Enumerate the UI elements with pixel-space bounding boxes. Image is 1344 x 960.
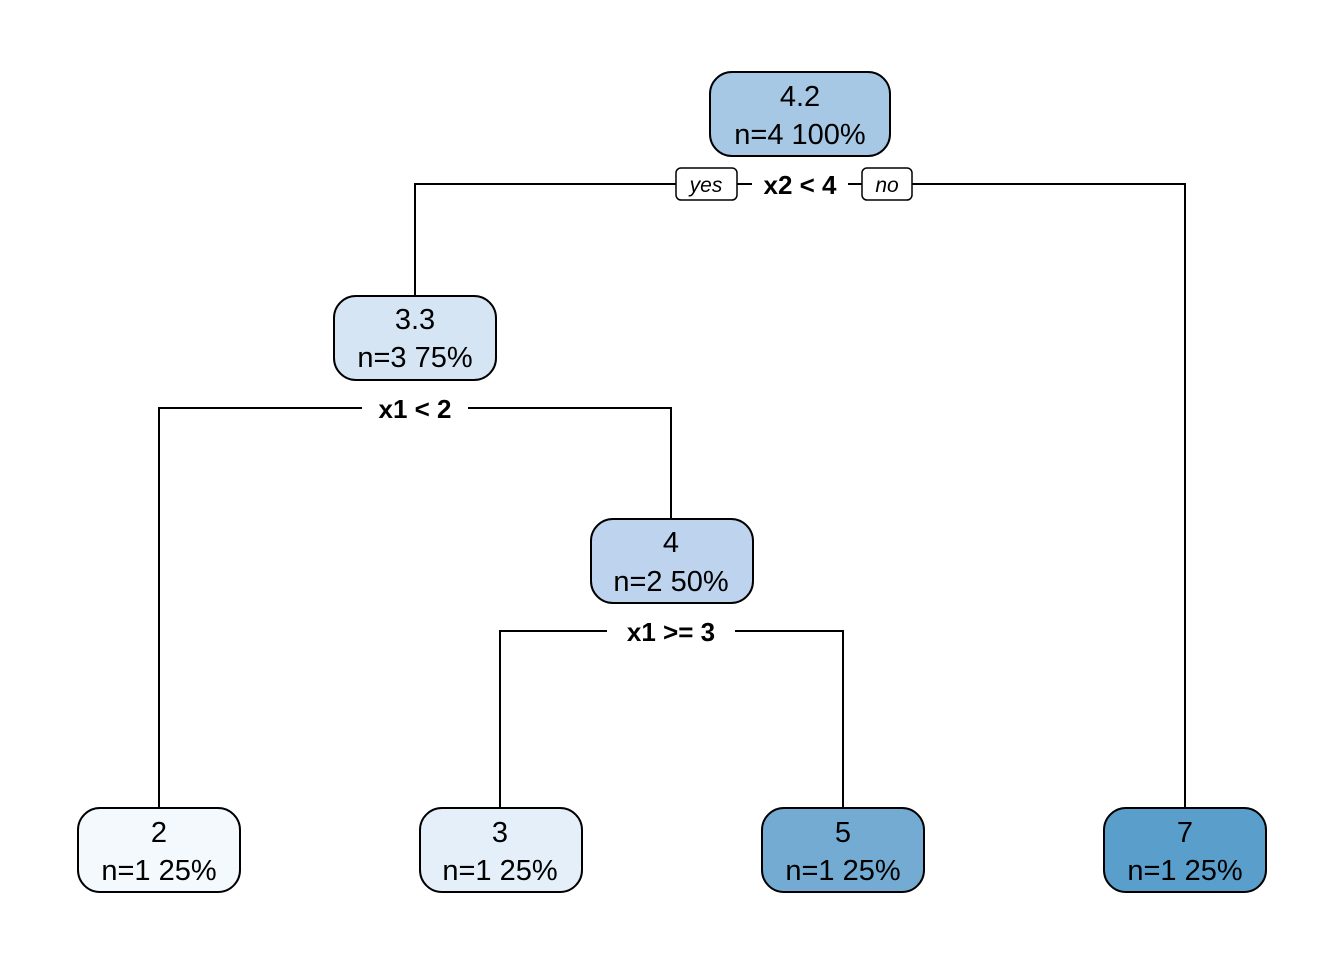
node-value: 3.3 (395, 304, 435, 336)
connector-left-right (468, 407, 672, 519)
node-box-leaf-2 (419, 807, 583, 893)
node-box-left (333, 295, 497, 381)
node-leaf-1: 2 n=1 25% (77, 807, 241, 893)
split-label-mid: x1 >= 3 (627, 617, 715, 647)
node-value: 3 (492, 817, 508, 849)
node-stats: n=1 25% (1127, 855, 1242, 887)
branch-tag-no: no (861, 167, 913, 201)
node-value: 4 (663, 527, 679, 559)
connector-root-left (414, 183, 676, 296)
node-value: 2 (151, 817, 167, 849)
node-value: 7 (1177, 817, 1193, 849)
node-root: 4.2 n=4 100% (709, 71, 891, 157)
node-leaf-2: 3 n=1 25% (419, 807, 583, 893)
node-left: 3.3 n=3 75% (333, 295, 497, 381)
tree-connectors (158, 183, 1186, 808)
node-value: 4.2 (780, 81, 820, 113)
node-box-leaf-3 (761, 807, 925, 893)
branch-tag-yes-label: yes (688, 174, 723, 197)
connector-left-left (158, 407, 362, 808)
connector-mid-right (735, 630, 844, 808)
node-stats: n=1 25% (785, 855, 900, 887)
node-box-leaf-4 (1103, 807, 1267, 893)
node-stats: n=3 75% (357, 342, 472, 374)
connector-root-right (912, 183, 1186, 808)
node-stats: n=1 25% (101, 855, 216, 887)
node-box-leaf-1 (77, 807, 241, 893)
branch-tag-yes: yes (675, 167, 738, 201)
split-label-root: x2 < 4 (763, 170, 837, 200)
node-stats: n=4 100% (734, 119, 865, 151)
node-value: 5 (835, 817, 851, 849)
node-box-root (709, 71, 891, 157)
node-mid: 4 n=2 50% (590, 518, 754, 604)
connector-mid-left (499, 630, 607, 808)
node-box-mid (590, 518, 754, 604)
node-stats: n=2 50% (613, 566, 728, 598)
node-leaf-3: 5 n=1 25% (761, 807, 925, 893)
node-stats: n=1 25% (442, 855, 557, 887)
branch-tag-no-label: no (875, 174, 899, 197)
node-leaf-4: 7 n=1 25% (1103, 807, 1267, 893)
split-label-left: x1 < 2 (378, 394, 451, 424)
